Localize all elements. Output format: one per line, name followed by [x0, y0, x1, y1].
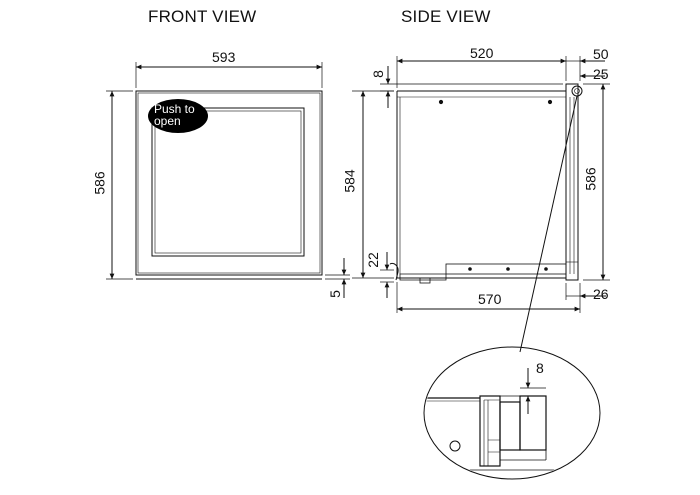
side-view — [352, 56, 610, 353]
detail-leader-line — [519, 95, 578, 353]
side-door-label: 50 — [593, 46, 609, 62]
front-glass-inner — [154, 110, 302, 254]
side-top-gap-label: 8 — [369, 70, 386, 78]
front-door-outline — [135, 90, 323, 276]
front-width-label: 593 — [212, 49, 236, 65]
side-frame-label: 25 — [593, 66, 609, 82]
side-foot-label: 26 — [593, 286, 609, 302]
detail-gap-label: 8 — [536, 360, 544, 376]
side-bottom-rail — [445, 263, 567, 275]
front-view — [106, 62, 350, 298]
side-view-title: SIDE VIEW — [401, 7, 491, 26]
side-total-depth-label: 570 — [478, 291, 502, 307]
front-view-title: FRONT VIEW — [148, 7, 257, 26]
side-bottom-label: 22 — [364, 252, 381, 268]
front-plinth-label: 5 — [326, 290, 343, 298]
front-height-label: 586 — [91, 171, 108, 195]
side-depth-label: 520 — [470, 45, 494, 61]
front-door-inner-edge — [137, 92, 321, 274]
detail-ellipse — [423, 346, 601, 480]
detail-callout — [423, 346, 601, 480]
push-to-open-badge: Push to open — [148, 99, 208, 133]
side-total-height-label: 586 — [582, 167, 599, 191]
front-glass-panel — [151, 107, 305, 257]
badge-line-1: Push to — [154, 102, 195, 116]
side-height-label: 584 — [341, 169, 358, 193]
badge-line-2: open — [154, 114, 181, 128]
side-door-block — [565, 83, 579, 281]
side-hinge-circle — [571, 85, 583, 97]
